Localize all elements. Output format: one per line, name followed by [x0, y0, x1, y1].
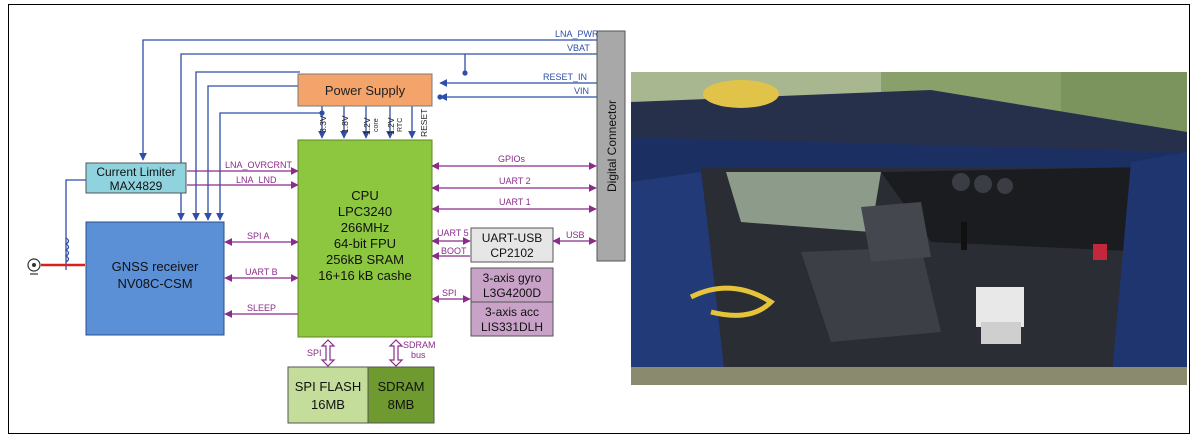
current-limiter-block [85, 162, 187, 194]
signal-label-uart-b: UART B [245, 267, 278, 277]
spi-flash-size: 16MB [311, 397, 345, 412]
uart-usb-label: UART-USB [482, 231, 542, 245]
signal-label-spi-sensors: SPI [442, 288, 457, 298]
accelerometer-part: LIS331DLH [481, 320, 543, 334]
rail-label-3v3: 3.3V [318, 115, 328, 133]
cpu-line: 266MHz [341, 220, 389, 235]
junction-dots [319, 70, 468, 116]
cpu-line: 64-bit FPU [334, 236, 396, 251]
signal-label-spi-a: SPI A [247, 231, 270, 241]
gnss-receiver-part: NV08C-CSM [117, 276, 192, 291]
signal-label-boot: BOOT [441, 246, 467, 256]
signal-label-uart5: UART 5 [437, 228, 469, 238]
power-signal-labels: LNA_PWR VBAT RESET_IN VIN [543, 29, 599, 96]
cpu-line: LPC3240 [338, 204, 392, 219]
digital-connector-label: Digital Connector [605, 100, 619, 192]
power-supply-label: Power Supply [325, 83, 406, 98]
signal-label-spi-flash: SPI [307, 348, 322, 358]
signal-label-sdram-bus-2: bus [411, 350, 426, 360]
bus-arrows [320, 339, 404, 367]
sdram-label: SDRAM [378, 379, 425, 394]
accelerometer-block [470, 301, 554, 337]
gnss-receiver-label: GNSS receiver [112, 259, 199, 274]
uart-usb-block [470, 227, 554, 263]
cpu-line: 256kB SRAM [326, 252, 404, 267]
signal-label-usb: USB [566, 230, 585, 240]
antenna-icon [27, 258, 41, 275]
inductor-symbol [64, 237, 70, 263]
car-photo-drawing [631, 72, 1187, 385]
signal-label-gpios: GPIOs [498, 154, 526, 164]
accelerometer-label: 3-axis acc [485, 305, 539, 319]
signal-lines [187, 162, 597, 318]
car-interior-photo [631, 72, 1187, 385]
gyro-label: 3-axis gyro [483, 271, 542, 285]
current-limiter-label: Current Limiter [96, 165, 175, 179]
rail-label-rtc-sub: RTC [397, 118, 404, 132]
signal-label-vbat: VBAT [567, 43, 590, 53]
gnss-receiver-block [85, 221, 225, 336]
cpu-block [297, 139, 433, 338]
gyro-part: L3G4200D [483, 286, 541, 300]
rail-label-1v8: 1.8V [340, 115, 350, 133]
sdram-block [367, 366, 435, 424]
rail-label-1v2-core: 1.2V [362, 117, 372, 135]
power-supply-block [297, 73, 433, 107]
spi-flash-label: SPI FLASH [295, 379, 361, 394]
cpu-line: 16+16 kB cashe [318, 268, 412, 283]
sdram-size: 8MB [388, 397, 415, 412]
signal-label-lna-ovrcrnt: LNA_OVRCRNT [225, 160, 293, 170]
signal-label-uart2: UART 2 [499, 176, 531, 186]
signal-label-uart1: UART 1 [499, 197, 531, 207]
data-signal-labels: LNA_OVRCRNT LNA_LND SPI A UART B SLEEP G… [225, 154, 585, 360]
digital-connector-block [596, 30, 626, 262]
rail-label-core-sub: core [373, 118, 380, 132]
signal-label-lna-pwr: LNA_PWR [555, 29, 599, 39]
uart-usb-part: CP2102 [490, 246, 534, 260]
cpu-line: CPU [351, 188, 378, 203]
signal-label-lna-lnd: LNA_LND [236, 175, 277, 185]
rail-label-reset: RESET [419, 109, 429, 137]
cpu-text: CPU LPC3240 266MHz 64-bit FPU 256kB SRAM… [318, 188, 412, 283]
signal-label-vin: VIN [574, 86, 589, 96]
signal-label-reset-in: RESET_IN [543, 72, 587, 82]
gyro-block [470, 267, 554, 303]
signal-label-sleep: SLEEP [247, 303, 276, 313]
current-limiter-part: MAX4829 [110, 179, 163, 193]
signal-label-sdram-bus: SDRAM [403, 340, 436, 350]
spi-flash-block [287, 366, 369, 424]
rail-label-1v2-rtc: 1.2V [386, 117, 396, 135]
